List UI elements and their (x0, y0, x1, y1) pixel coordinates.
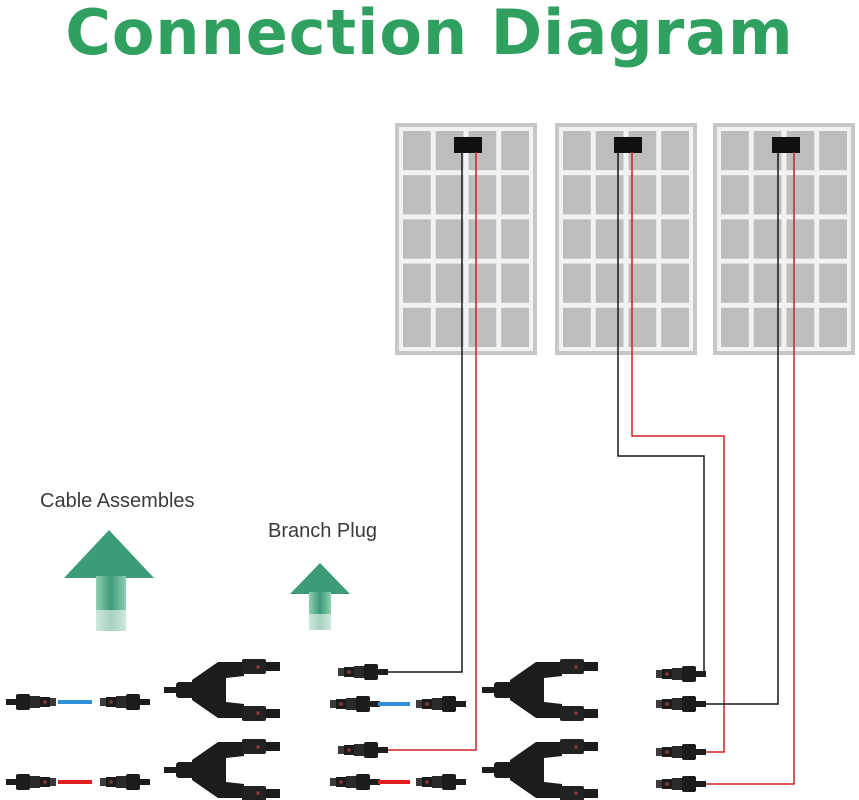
mc4-connector-icon (330, 696, 380, 712)
mc4-connector-icon (416, 696, 466, 712)
mc4-connector-icon (656, 776, 706, 792)
diagram-title: Connection Diagram (65, 0, 794, 69)
solar-panel-icon (555, 123, 697, 355)
solar-cell (563, 175, 591, 215)
solar-cell (786, 263, 815, 303)
branch-connector-icon (164, 659, 280, 721)
arrow-up-icon (64, 530, 154, 634)
solar-cell (403, 131, 431, 171)
solar-cell (628, 307, 657, 347)
solar-cell (595, 307, 624, 347)
solar-cell (721, 131, 749, 171)
solar-cell (753, 175, 782, 215)
solar-cell (819, 219, 847, 259)
solar-cell (819, 263, 847, 303)
solar-cell (501, 219, 529, 259)
junction-box-icon (614, 137, 642, 153)
cable-assemblies-label: Cable Assembles (40, 490, 195, 512)
solar-cell (786, 219, 815, 259)
wire-positive (631, 152, 725, 753)
mc4-connector-icon (656, 696, 706, 712)
solar-cell (501, 175, 529, 215)
solar-cell (786, 175, 815, 215)
solar-cell (563, 131, 591, 171)
branch-plug-label: Branch Plug (268, 520, 377, 542)
mc4-connector-icon (338, 742, 388, 758)
solar-cell (819, 131, 847, 171)
solar-cell (595, 219, 624, 259)
solar-cell (661, 263, 689, 303)
arrow-up-icon (290, 563, 350, 632)
solar-cell (661, 307, 689, 347)
branch-connector-icon (482, 739, 598, 800)
solar-cell (628, 175, 657, 215)
solar-cell (468, 175, 497, 215)
solar-cell (753, 307, 782, 347)
solar-cell (403, 219, 431, 259)
mc4-connector-icon (338, 664, 388, 680)
solar-cell (468, 219, 497, 259)
solar-cell (819, 175, 847, 215)
junction-box-icon (454, 137, 482, 153)
mc4-connector-icon (6, 694, 56, 710)
solar-panel-icon (395, 123, 537, 355)
solar-cell (721, 219, 749, 259)
solar-cell (468, 307, 497, 347)
wire-negative (686, 152, 779, 705)
mc4-connector-icon (656, 744, 706, 760)
solar-cell (501, 131, 529, 171)
solar-cell (501, 307, 529, 347)
mc4-connector-icon (100, 694, 150, 710)
mc4-connector-icon (416, 774, 466, 790)
solar-cell (435, 219, 464, 259)
solar-cell (468, 263, 497, 303)
solar-cell (595, 175, 624, 215)
wire-negative (368, 152, 463, 673)
wire-positive (686, 152, 795, 785)
solar-cell (403, 263, 431, 303)
solar-cell (786, 307, 815, 347)
solar-cell (563, 263, 591, 303)
branch-connector-icon (164, 739, 280, 800)
solar-cell (661, 175, 689, 215)
solar-cell (753, 219, 782, 259)
solar-cell (563, 307, 591, 347)
solar-cell (661, 219, 689, 259)
solar-panel-icon (713, 123, 855, 355)
solar-cell (721, 307, 749, 347)
cable-assembly (6, 694, 150, 710)
mc4-connector-icon (330, 774, 380, 790)
solar-cell (628, 263, 657, 303)
solar-cell (595, 263, 624, 303)
solar-cell (403, 175, 431, 215)
wire-positive (368, 152, 477, 751)
solar-cell (628, 219, 657, 259)
solar-cell (501, 263, 529, 303)
solar-cell (819, 307, 847, 347)
solar-cell (435, 307, 464, 347)
junction-box-icon (772, 137, 800, 153)
solar-cell (403, 307, 431, 347)
solar-cell (753, 263, 782, 303)
cable-assembly (6, 774, 150, 790)
solar-cell (721, 263, 749, 303)
solar-cell (563, 219, 591, 259)
solar-cell (435, 175, 464, 215)
branch-connector-icon (482, 659, 598, 721)
solar-cell (721, 175, 749, 215)
mc4-connector-icon (100, 774, 150, 790)
mc4-connector-icon (6, 774, 56, 790)
mc4-connector-icon (656, 666, 706, 682)
solar-cell (435, 263, 464, 303)
solar-cell (661, 131, 689, 171)
